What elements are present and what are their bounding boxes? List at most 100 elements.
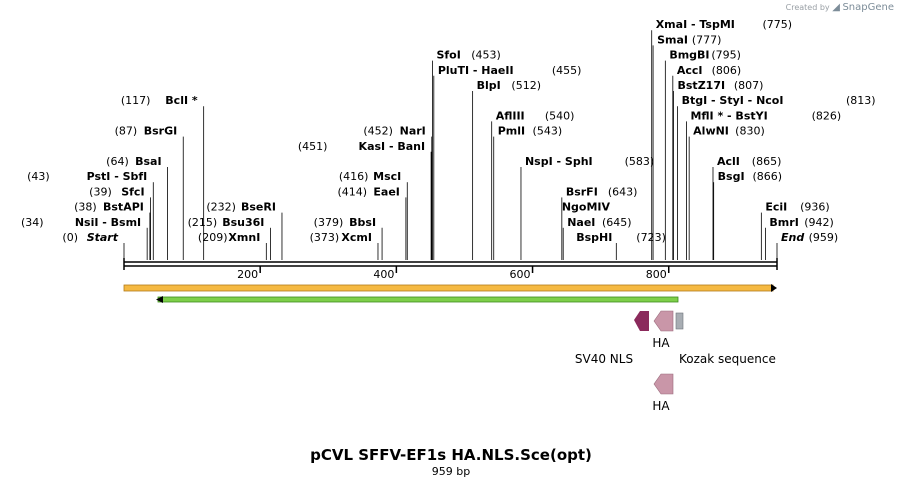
site-position: (0): [62, 231, 78, 244]
site-position: (645): [602, 216, 632, 229]
site-name: AccI: [677, 64, 703, 77]
site-name: End: [781, 231, 804, 244]
site-name: AlwNI: [693, 125, 729, 138]
site-position: (806): [712, 64, 742, 77]
site-name: NspI - SphI: [525, 155, 593, 168]
site-name: BsrFI: [566, 185, 598, 198]
kozak-box: [675, 312, 684, 330]
site-name: MscI: [373, 170, 401, 183]
site-name: BsgI: [718, 170, 745, 183]
site-position: (414): [338, 185, 368, 198]
site-position: (723): [636, 231, 666, 244]
site-name: BstAPI: [103, 201, 144, 214]
site-name: KasI - BanI: [359, 140, 426, 153]
site-name: BmgBI: [669, 49, 709, 62]
site-position: (643): [608, 185, 638, 198]
site-position: (453): [471, 49, 501, 62]
site-name: AflIII: [496, 109, 525, 122]
site-name: BlpI: [477, 79, 501, 92]
site-name: XcmI: [341, 231, 372, 244]
site-name: PluTI - HaeII: [438, 64, 514, 77]
ha-label: HA: [652, 336, 670, 350]
site-name: BclI *: [165, 94, 198, 107]
site-name: SfoI: [436, 49, 460, 62]
site-position: (452): [363, 125, 393, 138]
brand-prefix: Created by: [785, 3, 830, 12]
site-position: (209): [198, 231, 228, 244]
site-position: (117): [121, 94, 151, 107]
site-name: PmlI: [498, 125, 525, 138]
site-position: (232): [206, 201, 236, 214]
site-position: (215): [188, 216, 218, 229]
site-name: NarI: [400, 125, 426, 138]
site-name: MflI * - BstYI: [690, 109, 767, 122]
site-name: BstZ17I: [678, 79, 726, 92]
site-position: (540): [545, 109, 575, 122]
site-name: Start: [87, 231, 119, 244]
site-position: (34): [21, 216, 44, 229]
site-position: (416): [339, 170, 369, 183]
site-name: XmaI - TspMI: [656, 18, 735, 31]
sv40-nls-arrow: [634, 311, 649, 331]
site-name: PstI - SbfI: [87, 170, 148, 183]
site-position: (512): [511, 79, 541, 92]
site-name: NsiI - BsmI: [75, 216, 141, 229]
site-name: NgoMIV: [562, 200, 611, 213]
axis-tick-label: 200: [237, 268, 258, 281]
site-name: BtgI - StyI - NcoI: [682, 94, 784, 107]
site-position: (826): [812, 109, 842, 122]
sv40-nls-label: SV40 NLS: [575, 352, 633, 366]
site-name: BspHI: [576, 231, 612, 244]
map-length: 959 bp: [431, 465, 471, 478]
site-name: XmnI: [228, 231, 260, 244]
site-position: (795): [711, 49, 741, 62]
site-name: BsaI: [135, 155, 161, 168]
arrow-right-icon: [771, 284, 777, 292]
site-name: BseRI: [241, 201, 276, 214]
site-name: BsrGI: [144, 125, 177, 138]
site-position: (865): [752, 155, 782, 168]
ha-arrow: [653, 373, 674, 395]
ha-arrow: [653, 310, 674, 332]
axis-tick-label: 400: [373, 268, 394, 281]
site-position: (543): [533, 125, 563, 138]
site-position: (936): [800, 201, 830, 214]
site-position: (583): [625, 155, 655, 168]
green-feature-bar: [157, 296, 679, 303]
snapgene-brand: Created by ◢ SnapGene: [786, 2, 894, 13]
brand-name: SnapGene: [842, 2, 894, 13]
site-name: AclI: [717, 155, 740, 168]
site-position: (64): [106, 155, 129, 168]
site-name: SfcI: [121, 185, 144, 198]
site-position: (830): [735, 125, 765, 138]
axis-tick-label: 600: [510, 268, 531, 281]
site-position: (455): [552, 64, 582, 77]
site-position: (813): [846, 94, 876, 107]
snapgene-logo-icon: ◢: [832, 2, 840, 13]
site-position: (942): [804, 216, 834, 229]
site-position: (379): [314, 216, 344, 229]
site-name: Bsu36I: [222, 216, 264, 229]
site-position: (775): [763, 18, 793, 31]
site-name: SmaI: [657, 33, 688, 46]
site-position: (38): [74, 201, 97, 214]
site-position: (866): [752, 170, 782, 183]
site-position: (373): [310, 231, 340, 244]
axis-tick-label: 800: [646, 268, 667, 281]
site-name: EciI: [765, 201, 787, 214]
site-name: EaeI: [373, 185, 400, 198]
orange-feature-bar: [123, 284, 774, 292]
arrow-left-icon: [156, 296, 163, 303]
site-position: (451): [298, 140, 328, 153]
site-name: NaeI: [567, 216, 595, 229]
site-name: BbsI: [349, 216, 376, 229]
kozak-label: Kozak sequence: [679, 352, 776, 366]
site-position: (807): [734, 79, 764, 92]
site-position: (777): [692, 33, 722, 46]
ha-label: HA: [652, 399, 670, 413]
site-position: (87): [115, 125, 138, 138]
site-name: BmrI: [769, 216, 798, 229]
map-title: pCVL SFFV-EF1s HA.NLS.Sce(opt): [310, 446, 592, 464]
site-position: (39): [89, 185, 112, 198]
